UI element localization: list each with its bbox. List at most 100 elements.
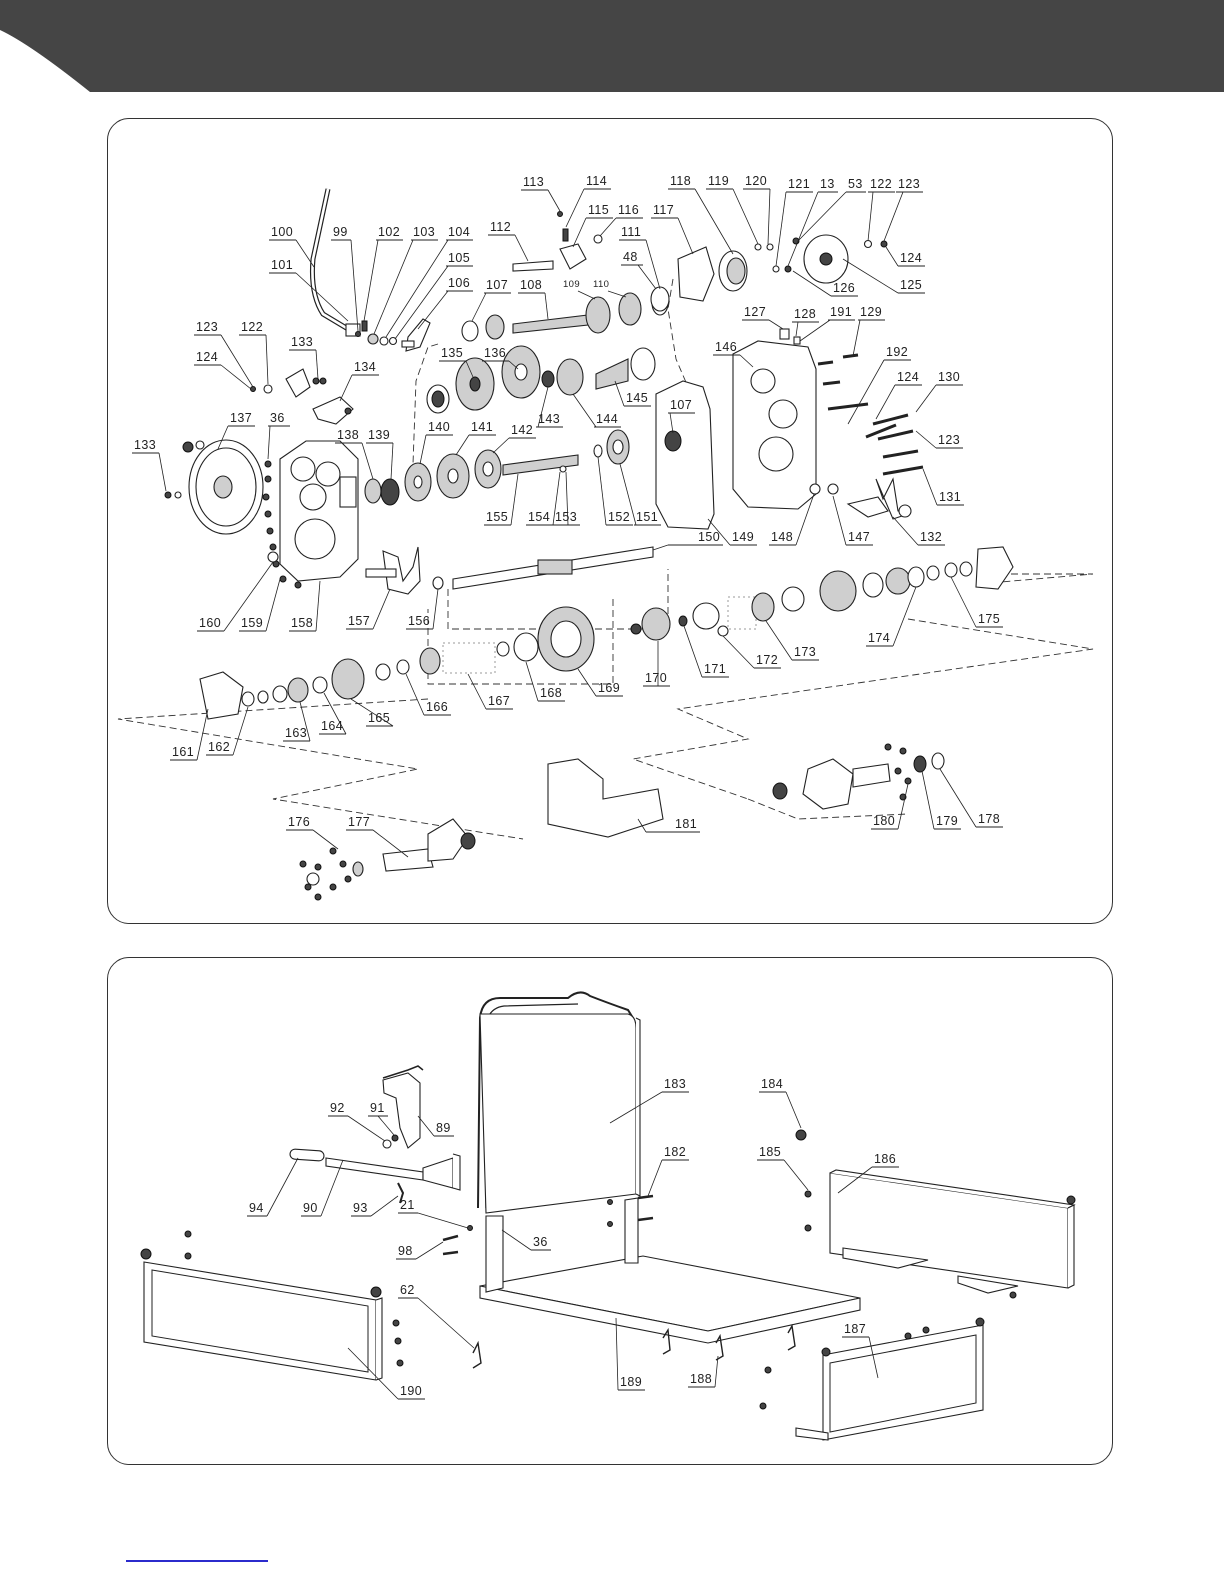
assembly-guide-line	[631, 618, 1094, 800]
callout-110: 110	[593, 279, 609, 290]
output-gear-train	[630, 546, 1014, 641]
callout-144: 144	[596, 412, 618, 426]
callout-114: 114	[586, 174, 607, 188]
callout-21: 21	[400, 1198, 415, 1212]
callout-104: 104	[448, 225, 470, 239]
callout-152: 152	[608, 510, 630, 524]
callout-189: 189	[620, 1375, 642, 1389]
callout-118: 118	[670, 174, 691, 188]
hitch-bracket	[382, 1065, 424, 1149]
callout-128: 128	[794, 307, 816, 321]
long-shaft	[432, 546, 654, 590]
callout-124a: 124	[900, 251, 922, 265]
right-side-panel	[829, 1169, 1076, 1294]
callout-36: 36	[533, 1235, 548, 1249]
callout-182: 182	[664, 1145, 686, 1159]
assembly-guide-line	[427, 599, 614, 685]
callout-91: 91	[370, 1101, 385, 1115]
callout-176: 176	[288, 815, 310, 829]
callout-123b: 123	[196, 320, 218, 334]
draw-bar	[289, 1148, 461, 1204]
callout-184: 184	[761, 1077, 783, 1091]
callout-120: 120	[745, 174, 767, 188]
callout-123a: 123	[898, 177, 920, 191]
callout-98: 98	[398, 1244, 413, 1258]
gearbox-exploded-diagram: 113 114 115 116 112 111 117 118 119 120 …	[117, 174, 1094, 901]
callout-131: 131	[939, 490, 961, 504]
callout-172: 172	[756, 653, 778, 667]
callout-191: 191	[830, 305, 852, 319]
gearbox-exploded-view-panel: 113 114 115 116 112 111 117 118 119 120 …	[107, 118, 1113, 924]
main-shaft	[461, 290, 669, 342]
callout-111: 111	[621, 225, 641, 239]
callout-124b: 124	[196, 350, 218, 364]
callout-100: 100	[271, 225, 293, 239]
callout-123c: 123	[938, 433, 960, 447]
callout-186: 186	[874, 1152, 896, 1166]
callout-107a: 107	[486, 278, 508, 292]
callout-155: 155	[486, 510, 508, 524]
callout-132: 132	[920, 530, 942, 544]
callout-124c: 124	[897, 370, 919, 384]
callout-102: 102	[378, 225, 400, 239]
shift-fork-right	[846, 477, 912, 520]
callout-187: 187	[844, 1322, 866, 1336]
countershaft-gears	[541, 347, 656, 396]
assembly-guide-line	[667, 278, 689, 388]
drive-pulley	[164, 439, 264, 535]
seat-back-frame	[477, 991, 641, 1214]
callout-171: 171	[704, 662, 726, 676]
callout-122b: 122	[241, 320, 263, 334]
trailer-body-exploded-diagram: 183 184 92 91 89 182 185 186 94 90 93 21…	[140, 991, 1076, 1441]
callout-141: 141	[471, 420, 493, 434]
callouts: 113 114 115 116 112 111 117 118 119 120 …	[132, 174, 1003, 858]
callout-147: 147	[848, 530, 870, 544]
panel-hardware	[472, 1129, 1017, 1410]
callout-180: 180	[873, 814, 895, 828]
shift-fork	[365, 546, 421, 595]
shift-lever	[310, 188, 361, 337]
callout-161: 161	[172, 745, 194, 759]
trailer-body-exploded-view-panel: 183 184 92 91 89 182 185 186 94 90 93 21…	[107, 957, 1113, 1465]
callout-129: 129	[860, 305, 882, 319]
callout-167: 167	[488, 694, 510, 708]
callout-89: 89	[436, 1121, 451, 1135]
floor-platform	[479, 1197, 861, 1344]
callout-139: 139	[368, 428, 390, 442]
callout-130: 130	[938, 370, 960, 384]
callout-136: 136	[484, 346, 506, 360]
callout-179: 179	[936, 814, 958, 828]
callout-122a: 122	[870, 177, 892, 191]
callout-135: 135	[441, 346, 463, 360]
callout-99: 99	[333, 225, 348, 239]
assembly-guide-line	[117, 698, 524, 840]
callout-188: 188	[690, 1372, 712, 1386]
callout-119: 119	[708, 174, 729, 188]
assembly-guide-line	[977, 573, 1094, 585]
axle-housing-left	[299, 818, 476, 901]
callout-192: 192	[886, 345, 908, 359]
callout-112: 112	[490, 220, 511, 234]
callout-142: 142	[511, 423, 533, 437]
callout-94: 94	[249, 1201, 264, 1215]
gearbox-housing-left	[262, 440, 359, 589]
gearbox-guard	[547, 758, 664, 838]
callout-146: 146	[715, 340, 737, 354]
callout-175: 175	[978, 612, 1000, 626]
left-output-train	[199, 606, 595, 720]
callout-156: 156	[408, 614, 430, 628]
footer-link-underline[interactable]	[126, 1560, 268, 1562]
callout-133b: 133	[134, 438, 156, 452]
bracket-assembly	[250, 368, 354, 425]
callout-137: 137	[230, 411, 252, 425]
callout-93: 93	[353, 1201, 368, 1215]
callout-170: 170	[645, 671, 667, 685]
callout-160: 160	[199, 616, 221, 630]
callout-116: 116	[618, 203, 639, 217]
header-band	[0, 0, 1224, 92]
callout-173: 173	[794, 645, 816, 659]
callout-145: 145	[626, 391, 648, 405]
callout-53: 53	[848, 177, 863, 191]
callouts: 183 184 92 91 89 182 185 186 94 90 93 21…	[247, 1077, 899, 1400]
callout-117: 117	[653, 203, 674, 217]
